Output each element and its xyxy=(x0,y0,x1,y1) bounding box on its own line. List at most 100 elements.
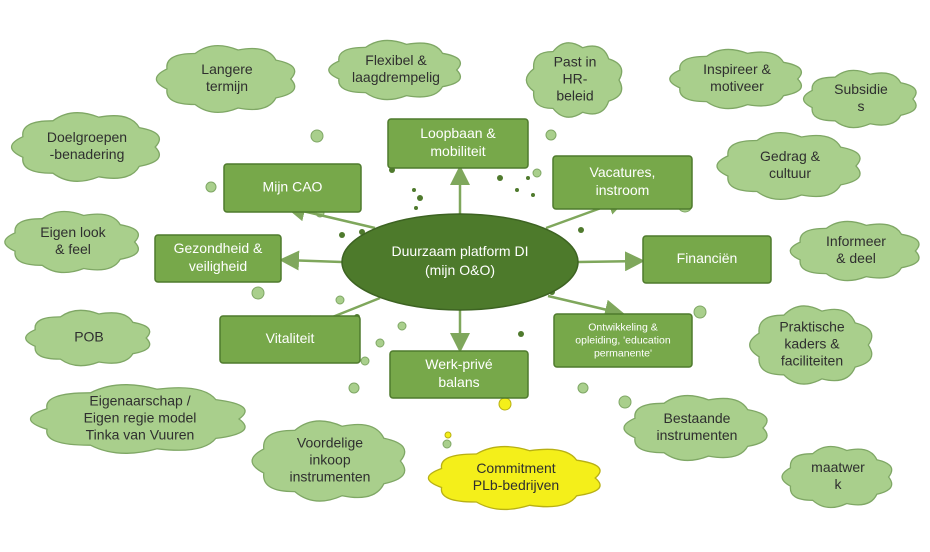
decorative-bubble xyxy=(545,129,557,141)
decorative-bubble xyxy=(515,188,519,192)
decorative-bubble xyxy=(339,232,345,238)
cloud-label-line: HR- xyxy=(563,71,588,87)
cloud-shape xyxy=(10,112,160,182)
center-ellipse xyxy=(341,213,579,311)
cloud-label-line: Past in xyxy=(554,54,597,70)
cloud-label-line: Commitment xyxy=(476,460,555,476)
decorative-bubble xyxy=(310,129,324,143)
cloud-label-line: inkoop xyxy=(309,452,350,468)
cloud-label: Gedrag &cultuur xyxy=(760,148,821,181)
cloud-label-line: cultuur xyxy=(769,165,811,181)
cloud-label-line: POB xyxy=(74,329,104,345)
box-vitaliteit: Vitaliteit xyxy=(219,315,361,364)
cloud-label-line: instrumenten xyxy=(290,469,371,485)
cloud-label-line: Bestaande xyxy=(664,410,731,426)
box-shape xyxy=(154,234,282,283)
box-label: Financiën xyxy=(677,250,738,266)
cloud-label-line: Eigen regie model xyxy=(84,410,197,426)
box-shape xyxy=(219,315,361,364)
cloud-shape xyxy=(328,39,461,101)
cloud-label-line: Informeer xyxy=(826,233,886,249)
box-label-line: Mijn CAO xyxy=(263,179,323,195)
box-label: Loopbaan &mobiliteit xyxy=(420,125,496,159)
cloud-shape xyxy=(25,309,151,367)
decorative-bubble xyxy=(360,356,370,366)
decorative-bubble xyxy=(417,195,423,201)
cloud-label: Inspireer &motiveer xyxy=(703,61,771,94)
box-label-line: mobiliteit xyxy=(430,143,485,159)
decorative-bubble xyxy=(577,382,589,394)
box-label-line: Werk-privé xyxy=(425,356,493,372)
decorative-bubble xyxy=(532,168,542,178)
box-shape xyxy=(553,313,693,368)
box-shape xyxy=(642,235,772,284)
cloud-shape xyxy=(623,394,768,462)
cloud-label-line: beleid xyxy=(556,88,593,104)
box-gezondheid: Gezondheid &veiligheid xyxy=(154,234,282,283)
cloud-informeer: Informeer& deel xyxy=(789,220,920,282)
cloud-shape xyxy=(4,210,139,274)
cloud-label-line: s xyxy=(858,98,865,114)
box-label-line: Financiën xyxy=(677,250,738,266)
cloud-shape xyxy=(251,420,406,502)
yellow-bubble xyxy=(498,397,512,411)
decorative-bubble xyxy=(578,227,584,233)
box-label-line: Vacatures, xyxy=(590,164,656,180)
cloud-label: Informeer& deel xyxy=(826,233,886,266)
decorative-bubble xyxy=(442,439,452,449)
cloud-label-line: maatwer xyxy=(811,459,865,475)
cloud-label-line: Subsidie xyxy=(834,81,888,97)
cloud-label-line: instrumenten xyxy=(657,427,738,443)
cloud-label-line: kaders & xyxy=(784,336,840,352)
box-shape xyxy=(552,155,693,210)
cloud-shape xyxy=(749,305,873,385)
box-loopbaan: Loopbaan &mobiliteit xyxy=(387,118,529,169)
cloud-flexibel: Flexibel &laagdrempelig xyxy=(328,39,461,101)
cloud-label-line: Eigenaarschap / xyxy=(89,393,190,409)
box-label-line: instroom xyxy=(596,182,650,198)
cloud-label-line: laagdrempelig xyxy=(352,69,440,85)
cloud-doelgroepen: Doelgroepen-benadering xyxy=(10,112,160,182)
cloud-shape xyxy=(716,132,861,200)
cloud-pob: POB xyxy=(25,309,151,367)
connector-arrow xyxy=(279,250,343,271)
decorative-bubble xyxy=(375,338,385,348)
cloud-shape xyxy=(789,220,920,282)
cloud-label-line: Voordelige xyxy=(297,435,363,451)
cloud-label-line: & deel xyxy=(836,250,876,266)
cloud-label-line: & feel xyxy=(55,241,91,257)
box-shape xyxy=(387,118,529,169)
cloud-shape xyxy=(29,384,246,454)
cloud-label-line: -benadering xyxy=(50,146,125,162)
cloud-shape xyxy=(802,69,917,129)
box-shape xyxy=(223,163,362,213)
center-label: Duurzaam platform DI(mijn O&O) xyxy=(392,243,529,278)
decorative-bubble xyxy=(412,188,416,192)
center-label-line: (mijn O&O) xyxy=(425,262,495,278)
cloud-label-line: Eigen look xyxy=(40,224,106,240)
cloud-inspireer: Inspireer &motiveer xyxy=(669,48,802,110)
cloud-shape xyxy=(781,445,893,509)
decorative-bubble xyxy=(251,286,265,300)
box-label-line: opleiding, 'education xyxy=(575,334,671,346)
cloud-shape xyxy=(669,48,802,110)
decorative-bubble xyxy=(335,295,345,305)
cloud-label: Eigen look& feel xyxy=(40,224,106,257)
yellow-bubble xyxy=(444,431,452,439)
decorative-bubble xyxy=(397,321,407,331)
